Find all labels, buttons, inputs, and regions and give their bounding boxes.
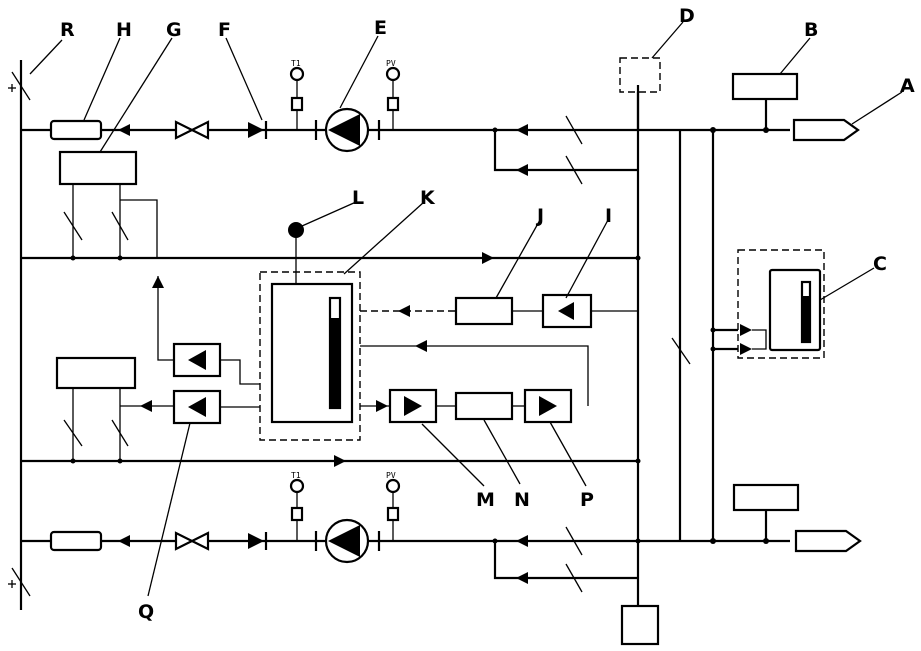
tank-lower-left <box>55 356 137 390</box>
gauge-text-bottom-right: PV <box>386 471 396 480</box>
label-r: R <box>60 19 75 41</box>
i-pump-arrow <box>558 302 574 320</box>
mnp-return-loop <box>360 345 589 406</box>
bottom-valve-line <box>174 478 583 593</box>
flow-arrows <box>118 124 528 584</box>
g-tank-top <box>58 150 138 186</box>
label-n: N <box>514 489 530 511</box>
a-connector-top <box>792 118 860 142</box>
label-i: I <box>605 205 612 227</box>
top-right-valves <box>565 115 583 185</box>
label-j: J <box>535 205 544 227</box>
lower-right-box <box>732 483 800 512</box>
label-k: K <box>420 187 436 209</box>
label-p: P <box>580 489 594 511</box>
r-valve-bottom <box>8 567 31 597</box>
upper-pump-line <box>157 276 174 361</box>
upper-left-pump-arrow <box>188 350 206 370</box>
label-a: A <box>900 75 915 97</box>
n-box <box>454 391 514 421</box>
leader-lines <box>29 21 903 597</box>
label-f: F <box>218 19 231 41</box>
d-box <box>619 57 661 93</box>
c-unit <box>737 249 825 359</box>
j-box <box>454 296 514 326</box>
label-h: H <box>116 19 132 41</box>
label-d: D <box>679 5 695 27</box>
label-b: B <box>804 19 818 41</box>
label-e: E <box>374 17 387 39</box>
q-pump-arrow <box>188 397 206 417</box>
a-connector-bottom <box>794 529 862 553</box>
label-m: M <box>476 489 495 511</box>
h-filter-top <box>49 119 103 141</box>
label-g: G <box>166 19 182 41</box>
middle-right-valve <box>671 337 691 365</box>
k-tank <box>259 222 361 441</box>
junction-dots <box>70 127 769 544</box>
tank-drain-valves <box>63 184 158 461</box>
label-c: C <box>873 253 887 275</box>
p-pump-arrow <box>539 396 557 416</box>
label-l: L <box>352 187 364 209</box>
gauge-text-top-right: PV <box>386 59 396 68</box>
r-valve <box>8 71 31 101</box>
d-box-bottom <box>620 604 660 646</box>
top-valve-line <box>174 66 401 153</box>
h-filter-bottom <box>49 530 103 552</box>
b-box <box>731 72 799 101</box>
upper-pump-to-k <box>220 359 260 385</box>
m-pump-arrow <box>404 396 422 416</box>
label-q: Q <box>138 601 154 623</box>
main-piping <box>19 60 790 612</box>
gauge-text-top-left: T1 <box>291 59 301 68</box>
gauge-text-bottom-left: T1 <box>291 471 301 480</box>
